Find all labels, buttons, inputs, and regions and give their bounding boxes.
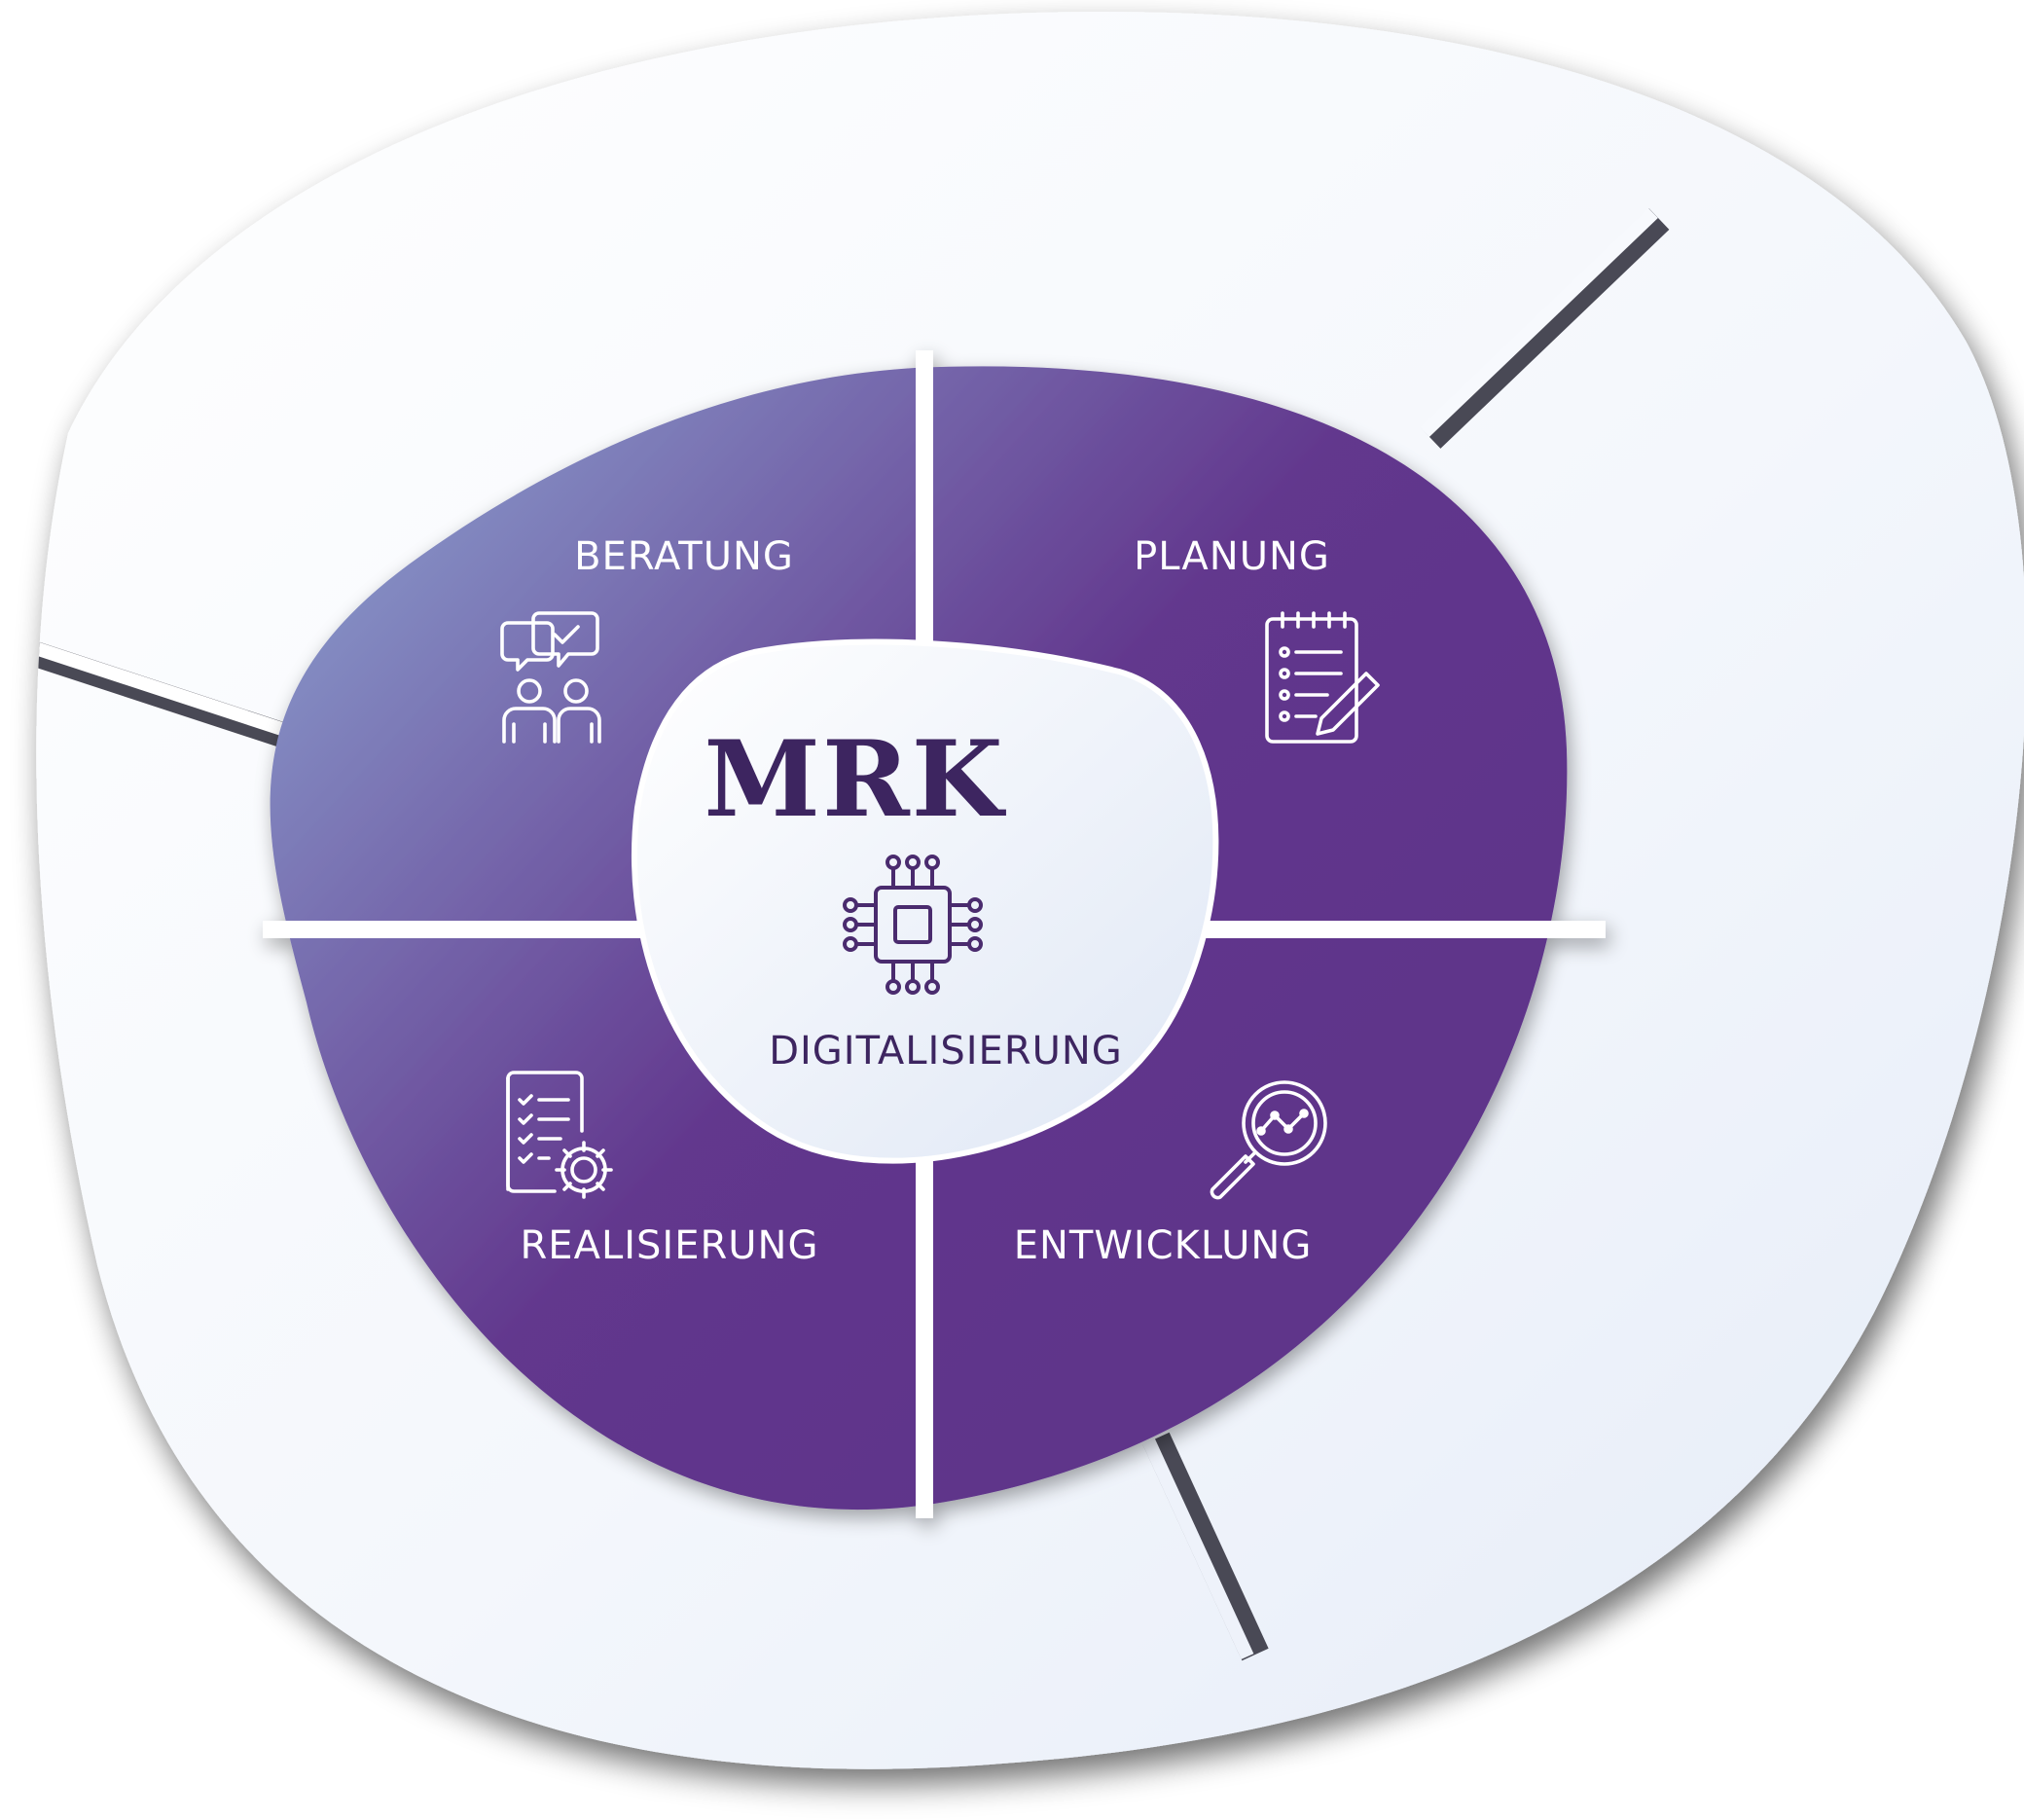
segment-label-planung: PLANUNG <box>1134 534 1330 579</box>
logo-mrk: MRK <box>704 718 1006 841</box>
center-label: DIGITALISIERUNG <box>769 1029 1123 1074</box>
center-core <box>632 638 1219 1164</box>
gap-top-right <box>1420 208 1670 449</box>
gap-bottom <box>1142 1432 1269 1661</box>
magnifier-chart-icon <box>1210 1080 1327 1200</box>
segment-label-beratung: BERATUNG <box>574 534 794 579</box>
circuit-chip-icon <box>843 855 983 995</box>
clipboard-checklist-icon <box>1265 611 1380 744</box>
consultation-chat-icon <box>500 611 601 744</box>
segment-label-realisierung: REALISIERUNG <box>521 1223 819 1268</box>
document-gear-icon <box>506 1071 613 1199</box>
segment-label-entwicklung: ENTWICKLUNG <box>1014 1223 1313 1268</box>
